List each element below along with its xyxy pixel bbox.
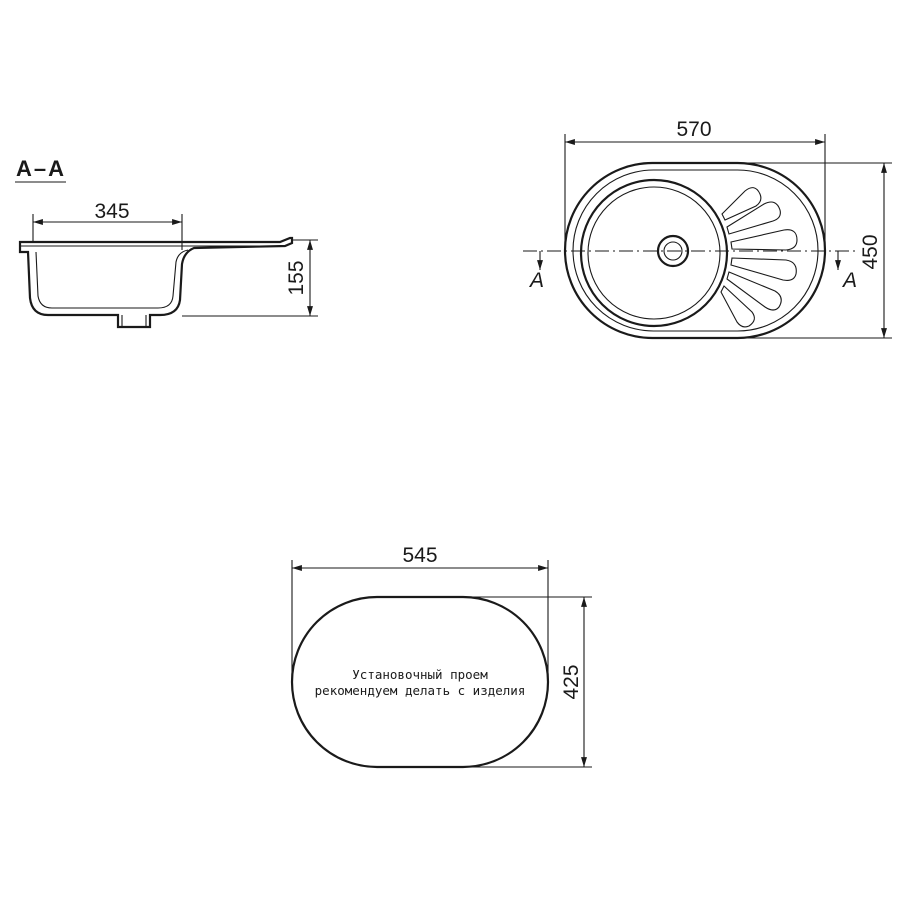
section-view: A–A 345 155 — [15, 156, 318, 329]
drain-outer — [656, 234, 690, 268]
bowl-inner — [587, 186, 721, 320]
section-marker-right: A — [841, 269, 857, 292]
section-marker-left: A — [528, 269, 544, 292]
dim-545-label: 545 — [402, 544, 437, 567]
groove-6 — [720, 285, 755, 328]
dim-425-label: 425 — [560, 664, 583, 699]
groove-4 — [730, 257, 797, 281]
groove-1 — [721, 187, 762, 221]
dim-345-label: 345 — [94, 200, 129, 223]
cutout-outline — [290, 595, 550, 769]
groove-5 — [726, 271, 782, 311]
groove-2 — [726, 201, 781, 235]
bowl-outer — [579, 178, 729, 328]
cutout-note-line1: Установочный проем — [352, 667, 488, 682]
section-title: A–A — [16, 156, 66, 181]
section-inner-profile — [35, 249, 189, 309]
cutout-view: Установочный проем рекомендуем делать с … — [290, 544, 592, 769]
drain-inner — [663, 241, 683, 261]
groove-3 — [730, 229, 798, 251]
dim-450-label: 450 — [859, 234, 882, 269]
cutout-note-line2: рекомендуем делать с изделия — [315, 683, 526, 698]
dim-155-label: 155 — [285, 260, 308, 295]
section-outer-profile — [18, 236, 294, 329]
top-view: A A 570 450 — [523, 118, 892, 340]
dim-570-label: 570 — [676, 118, 711, 141]
drainer-grooves — [720, 187, 798, 328]
